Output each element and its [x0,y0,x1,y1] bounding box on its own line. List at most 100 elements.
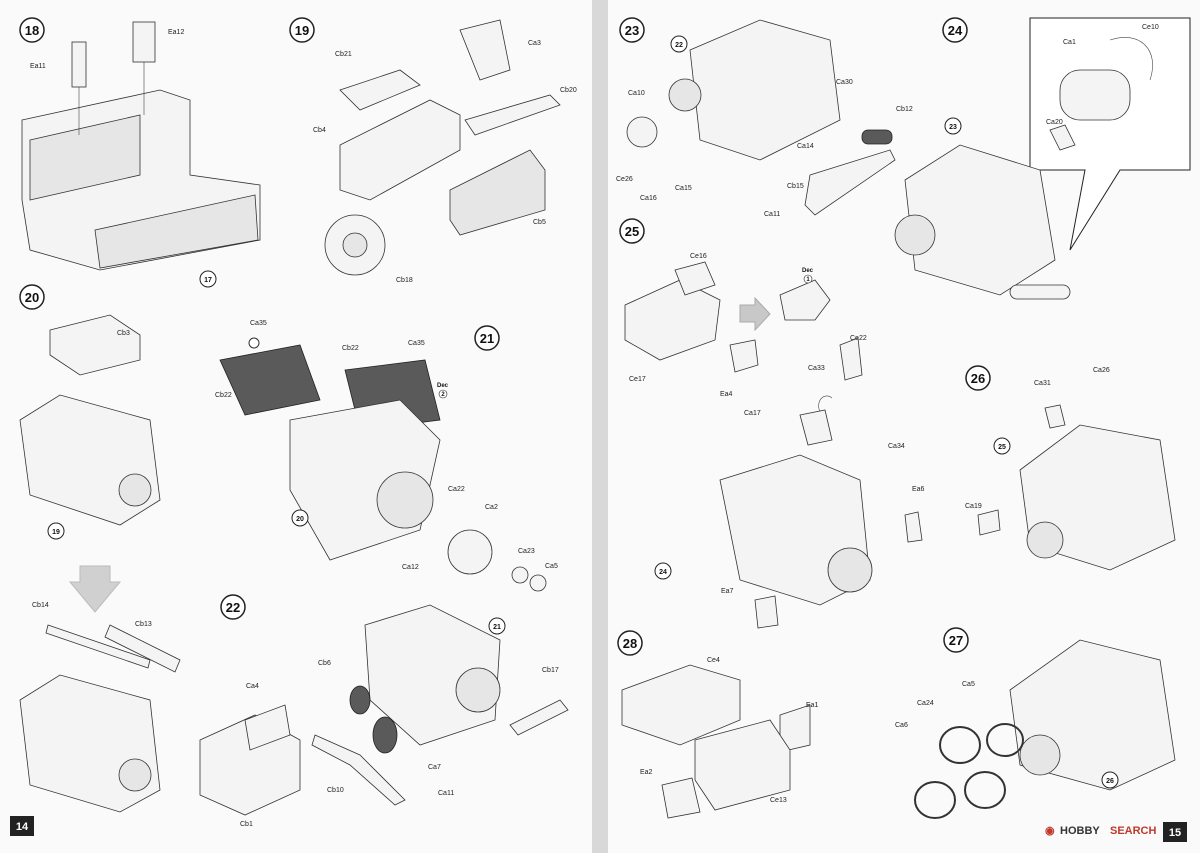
bracket-part-cb17 [509,699,569,736]
part-label: Ca11 [438,790,454,797]
crankcase-part-cb4 [339,99,461,201]
sub-assembly-circle [199,270,217,288]
part-ca19 [977,509,1001,536]
part-ce16 [674,261,716,296]
step-24: 24 Ca1 Ce10 Ca20 23 [894,17,1191,300]
part-label: Cb3 [117,330,130,337]
decal-label: Dec [802,268,814,274]
fan-belt-part [914,723,1024,819]
part-ca4 [244,704,291,751]
engine-assembly [689,19,841,161]
step-21: 21 Ca35 Cb22 Cb22 Ca35 Ca22 Ca2 Ca23 Ca5… [215,320,558,592]
step-number: 18 [25,23,39,38]
right-page-number: 15 [1163,822,1187,842]
part-label: Ea4 [720,391,733,398]
rail-part-cb13 [104,624,181,673]
sub-assembly-circle [47,522,65,540]
step-number-circle [965,365,991,391]
cover-part-cb21 [339,69,421,111]
part-label: Ca15 [675,185,692,192]
part-label: Ca19 [965,503,982,510]
bracket-part-ce22 [839,337,863,381]
part-label: Cb22 [215,392,232,399]
part-label: Cb17 [542,667,559,674]
step-number: 20 [25,290,39,305]
sub-assembly-ref: 17 [204,277,212,284]
part-label: Ca33 [808,365,825,372]
part-ea4 [729,339,759,373]
step-number: 22 [226,600,240,615]
step-number-circle [19,17,45,43]
canister-part [1009,284,1071,300]
sub-assembly-ref: 21 [493,624,501,631]
part-label: Ca6 [895,722,908,729]
step-19: 19 Cb21 Ca3 Cb20 Cb4 Cb5 Cb18 [289,17,577,284]
washer-part-ca23 [511,566,529,584]
step-22: 22 Cb6 Ca4 Cb17 Ca7 Cb10 Ca11 Cb1 21 [199,594,569,828]
part-label: Cb18 [396,277,413,284]
page-number: 14 [16,821,29,833]
part-label: Ca20 [1046,119,1063,126]
sub-assembly-circle [654,562,672,580]
part-label: Ce17 [629,376,646,383]
step-unnumbered: Cb14 Cb13 [19,565,181,813]
part-label: Cb15 [787,183,804,190]
rail-part-cb14 [45,624,151,669]
part-label: Ca31 [1034,380,1051,387]
canister-part-ca1 [1059,69,1131,121]
step-number: 21 [480,331,494,346]
sub-assembly-circle [944,117,962,135]
cap-part-ca35 [248,337,260,349]
part-label: Cb21 [335,51,352,58]
fitting-part-ca20 [1049,124,1076,151]
part-label: Cb14 [32,602,49,609]
filter-part-ca7 [372,716,398,754]
part-label: Ce4 [707,657,720,664]
part-label: Ce26 [616,176,633,183]
step-27: 27 Ca5 Ca24 Ca6 26 [895,627,1176,819]
part-label: Ca10 [628,90,645,97]
watermark: ◉ HOBBY SEARCH [1045,825,1157,837]
sub-assembly-ref: 23 [949,124,957,131]
decal-number: 2 [441,392,445,398]
watermark-logo-icon: ◉ [1045,825,1055,837]
shield-part-cb10 [311,734,406,806]
part-label: Ca5 [962,681,975,688]
sub-assembly-ref: 25 [998,444,1006,451]
bracket-part-ea6 [904,511,923,543]
oil-pan-part-cb3 [49,314,141,376]
battery-tray-part-ce13 [694,719,791,811]
step-number: 28 [623,636,637,651]
part-label: Ca4 [246,683,259,690]
part-label: Cb20 [560,87,577,94]
step-number: 27 [949,633,963,648]
engine-assembly [904,144,1056,296]
step-26: 26 Ca31 Ca26 Ca19 25 [965,365,1176,571]
bracket-part-ea12 [132,21,156,63]
plate-part-ea2 [661,777,701,819]
hull-bulkhead [29,114,141,201]
step-number-circle [617,630,643,656]
part-label: Ca7 [428,764,441,771]
part-label: Cb22 [342,345,359,352]
part-label: Ca12 [402,564,419,571]
part-label: Ce13 [770,797,787,804]
step-number-circle [943,627,969,653]
sub-assembly-circle [993,437,1011,455]
part-label: Ca2 [485,504,498,511]
part-label: Ca14 [797,143,814,150]
part-label: Ea11 [30,63,46,70]
hub-part-ca5 [529,574,547,592]
part-label: Ea6 [912,486,925,493]
part-label: Ca5 [545,563,558,570]
part-label: Ca34 [888,443,905,450]
pulley-part-ca2 [447,529,493,575]
step-number: 24 [948,23,963,38]
step-number-circle [619,218,645,244]
step-number: 23 [625,23,639,38]
part-label: Ca35 [250,320,267,327]
right-arrow-icon [739,296,771,332]
step-18: 18 Ea11 Ea12 17 [19,17,261,288]
sub-assembly-ref: 26 [1106,778,1114,785]
